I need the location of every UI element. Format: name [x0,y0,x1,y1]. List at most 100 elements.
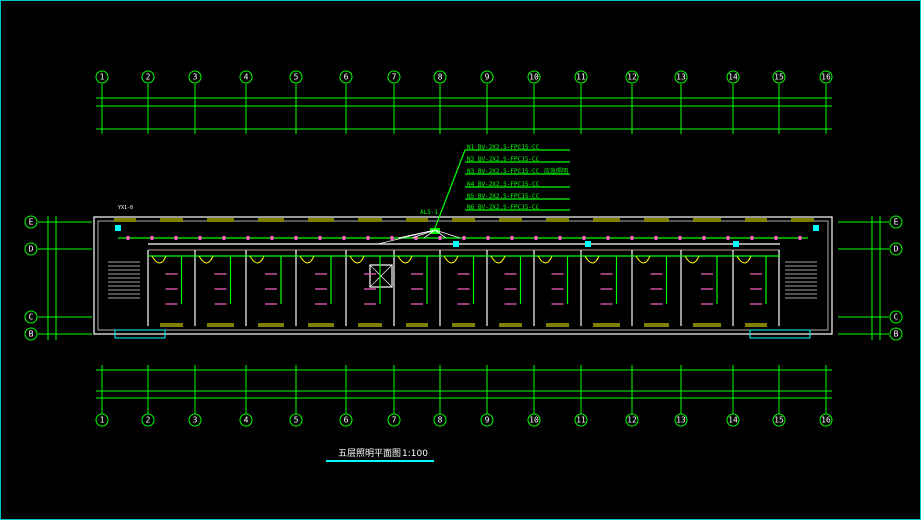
grid-label-bottom-10: 10 [529,416,539,425]
grid-label-bottom-5: 5 [294,416,299,425]
corridor-light-fixture [246,236,250,240]
grid-bubble-bottom-11 [574,413,588,427]
balcony-right [749,329,811,339]
corridor-light-fixture [534,236,538,240]
grid-bubble-bottom-1 [95,413,109,427]
switch-leg [198,255,214,264]
grid-bubble-bottom-7 [387,413,401,427]
corridor-light-fixture [438,236,442,240]
circuit-label-n3: N3 BV-2X2.5-FPC15-CC [467,168,540,175]
corridor-light-fixture [318,236,322,240]
corridor-light-fixture [126,236,130,240]
grid-label-bottom-2: 2 [146,416,151,425]
grid-label-bottom-1: 1 [100,416,105,425]
grid-bubble-bottom-15 [772,413,786,427]
stair-label: YX1-0 [118,205,133,211]
grid-label-top-13: 13 [676,73,686,82]
grid-bubble-top-5 [289,70,303,84]
corridor-light-fixture [630,236,634,240]
circuit-label-n5: N5 BV-2X2.5-FPC15-CC [467,193,540,200]
corridor-light-fixture [150,236,154,240]
corridor-light-fixture [294,236,298,240]
switch-leg [584,255,600,264]
corridor-light-fixture [582,236,586,240]
switch-leg [490,255,506,264]
junction-box-4 [813,225,819,231]
grid-label-top-10: 10 [529,73,539,82]
corridor-light-fixture [678,236,682,240]
grid-label-top-6: 6 [344,73,349,82]
switch-leg [684,255,700,264]
grid-label-bottom-11: 11 [576,416,586,425]
grid-bubble-top-12 [625,70,639,84]
grid-label-right-B: B [894,330,899,339]
balcony-left [114,329,166,339]
grid-label-bottom-13: 13 [676,416,686,425]
grid-bubble-left-C [24,310,38,324]
title-block: 五层照明平面图 1:100 [326,448,434,462]
junction-box-0 [115,225,121,231]
grid-bubble-top-15 [772,70,786,84]
switch-leg [443,255,459,264]
elevator-cross-2 [369,264,393,288]
corridor-light-fixture [390,236,394,240]
grid-bubble-top-9 [480,70,494,84]
grid-bubble-bottom-13 [674,413,688,427]
grid-bubble-top-16 [819,70,833,84]
distribution-panel [430,228,440,234]
grid-bubble-bottom-5 [289,413,303,427]
grid-label-top-4: 4 [244,73,249,82]
grid-label-bottom-8: 8 [438,416,443,425]
grid-bubble-bottom-4 [239,413,253,427]
grid-label-right-D: D [894,245,899,254]
grid-bubble-right-E [889,215,903,229]
grid-bubble-top-7 [387,70,401,84]
grid-bubble-bottom-14 [726,413,740,427]
corridor-light-fixture [486,236,490,240]
feeder-fan-3 [423,229,436,239]
junction-box-1 [453,241,459,247]
corridor-light-fixture [558,236,562,240]
grid-label-left-E: E [29,218,34,227]
grid-bubble-top-1 [95,70,109,84]
grid-label-top-15: 15 [774,73,784,82]
switch-leg [249,255,265,264]
elevator-shaft [369,264,393,288]
feeder-fan-1 [397,229,436,239]
emergency-lighting-note: 应急照明 [544,167,568,175]
switch-leg [349,255,365,264]
junction-box-3 [733,241,739,247]
grid-label-left-B: B [29,330,34,339]
grid-bubble-bottom-2 [141,413,155,427]
circuit-label-n6: N6 BV-2X2.5-FPC15-CC [467,204,540,211]
grid-axes: 1122334455667788991010111112121313141415… [24,70,903,427]
grid-bubble-right-D [889,242,903,256]
grid-label-top-3: 3 [193,73,198,82]
feeder-fan-4 [434,229,447,239]
grid-bubble-left-E [24,215,38,229]
grid-label-bottom-16: 16 [821,416,831,425]
exterior-wall [93,216,833,335]
grid-label-top-12: 12 [627,73,637,82]
grid-bubble-top-4 [239,70,253,84]
grid-label-top-2: 2 [146,73,151,82]
grid-label-top-11: 11 [576,73,586,82]
grid-label-top-16: 16 [821,73,831,82]
grid-bubble-bottom-10 [527,413,541,427]
grid-bubble-bottom-16 [819,413,833,427]
corridor-light-fixture [510,236,514,240]
grid-bubble-left-B [24,327,38,341]
grid-label-bottom-15: 15 [774,416,784,425]
corridor-light-fixture [702,236,706,240]
circuit-label-n1: N1 BV-2X2.5-FPC15-CC [467,144,540,151]
feeder-fan-5 [434,229,461,239]
grid-bubble-top-10 [527,70,541,84]
grid-label-bottom-7: 7 [392,416,397,425]
grid-bubble-top-6 [339,70,353,84]
grid-label-top-8: 8 [438,73,443,82]
grid-label-bottom-3: 3 [193,416,198,425]
corridor-light-fixture [174,236,178,240]
grid-label-left-C: C [29,313,34,322]
grid-label-bottom-6: 6 [344,416,349,425]
